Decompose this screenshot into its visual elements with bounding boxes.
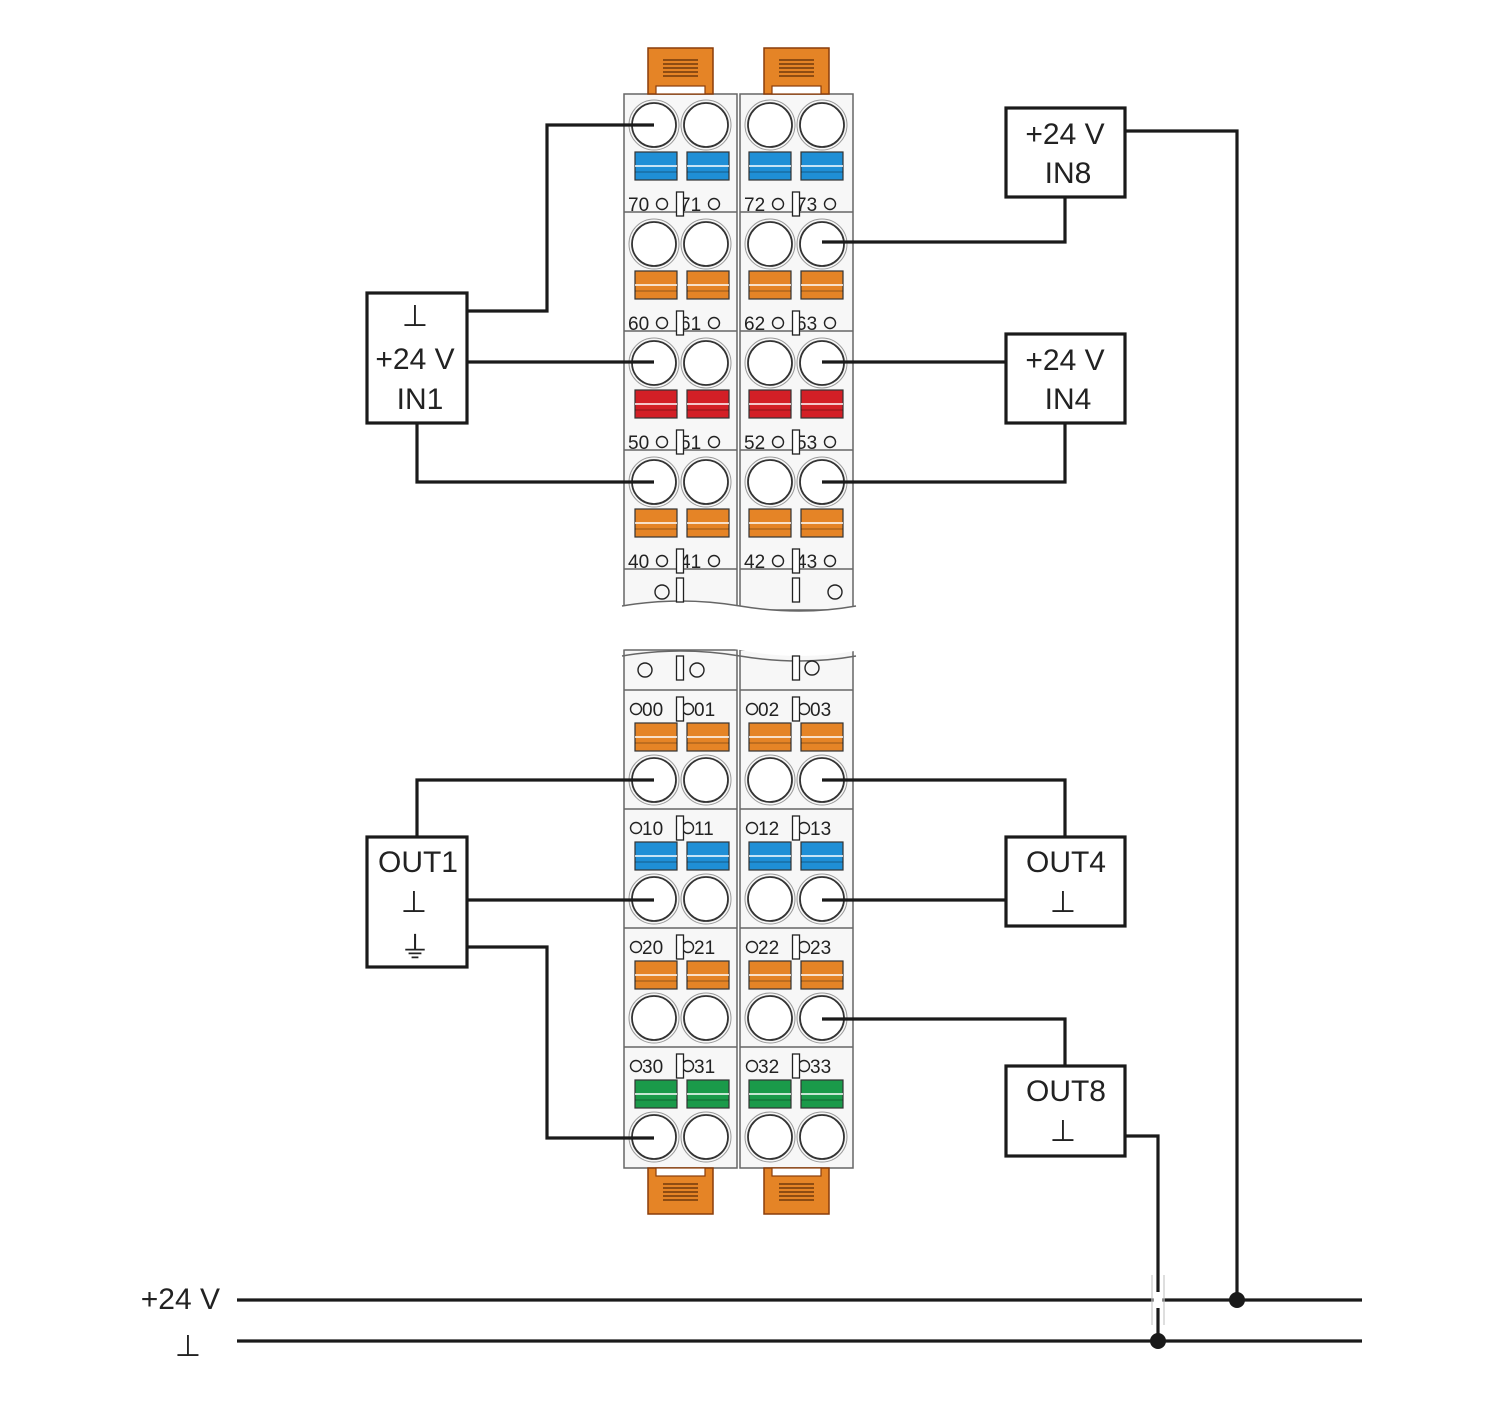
terminal-hole-12 bbox=[747, 876, 793, 922]
break-edge-bottom bbox=[621, 650, 857, 662]
in1-name-label: IN1 bbox=[397, 383, 444, 416]
rail-plus24-label: +24 V bbox=[141, 1283, 220, 1316]
terminal-number-42: 42 bbox=[744, 552, 765, 573]
junction-dot-plus24 bbox=[1229, 1292, 1245, 1308]
terminal-number-12: 12 bbox=[758, 819, 779, 840]
terminal-number-10: 10 bbox=[642, 819, 663, 840]
in8-voltage-label: +24 V bbox=[1025, 118, 1104, 151]
device-out1 bbox=[365, 835, 469, 969]
terminal-hole-21 bbox=[683, 995, 729, 1041]
terminal-number-21: 21 bbox=[694, 938, 715, 959]
terminal-number-61: 61 bbox=[680, 314, 701, 335]
terminal-hole-52 bbox=[747, 340, 793, 386]
in8-name-label: IN8 bbox=[1045, 157, 1092, 190]
terminal-number-73: 73 bbox=[796, 195, 817, 216]
terminal-number-53: 53 bbox=[796, 433, 817, 454]
terminal-number-60: 60 bbox=[628, 314, 649, 335]
in1-ground-label: ⊥ bbox=[402, 300, 428, 333]
wire-out8-ground bbox=[1125, 1134, 1160, 1341]
terminal-hole-41 bbox=[683, 459, 729, 505]
in4-name-label: IN4 bbox=[1045, 383, 1092, 416]
terminal-number-01: 01 bbox=[694, 700, 715, 721]
terminal-hole-22 bbox=[747, 995, 793, 1041]
terminal-hole-31 bbox=[683, 1114, 729, 1160]
terminal-hole-33 bbox=[799, 1114, 845, 1160]
terminal-number-13: 13 bbox=[810, 819, 831, 840]
terminal-block: 70 71 72 73 60 61 62 63 50 51 52 53 40 41 42 43 00 01 02 03… bbox=[620, 47, 860, 1215]
terminal-hole-32 bbox=[747, 1114, 793, 1160]
terminal-number-50: 50 bbox=[628, 433, 649, 454]
device-in4 bbox=[1004, 332, 1127, 425]
rail-ground-label: ⊥ bbox=[175, 1330, 201, 1363]
terminal-number-00: 00 bbox=[642, 700, 663, 721]
terminal-number-41: 41 bbox=[680, 552, 701, 573]
terminal-hole-02 bbox=[747, 757, 793, 803]
wire-in1-ground bbox=[467, 123, 654, 313]
terminal-hole-20 bbox=[631, 995, 677, 1041]
out4-ground-label: ⊥ bbox=[1050, 886, 1076, 919]
wire-in8-plus24 bbox=[1125, 129, 1239, 1300]
wire-out1-signal bbox=[415, 778, 654, 837]
in1-voltage-label: +24 V bbox=[375, 343, 454, 376]
terminal-hole-60 bbox=[631, 221, 677, 267]
terminal-number-02: 02 bbox=[758, 700, 779, 721]
terminal-number-20: 20 bbox=[642, 938, 663, 959]
terminal-number-40: 40 bbox=[628, 552, 649, 573]
terminal-number-62: 62 bbox=[744, 314, 765, 335]
terminal-number-03: 03 bbox=[810, 700, 831, 721]
wire-in4-signal bbox=[822, 423, 1067, 484]
terminal-hole-01 bbox=[683, 757, 729, 803]
terminal-number-30: 30 bbox=[642, 1057, 663, 1078]
terminal-hole-71 bbox=[683, 102, 729, 148]
terminal-hole-51 bbox=[683, 340, 729, 386]
terminal-hole-42 bbox=[747, 459, 793, 505]
terminal-number-32: 32 bbox=[758, 1057, 779, 1078]
terminal-hole-11 bbox=[683, 876, 729, 922]
out1-ground-label: ⊥ bbox=[401, 886, 427, 919]
terminal-number-23: 23 bbox=[810, 938, 831, 959]
terminal-hole-63 bbox=[799, 221, 845, 267]
device-out4 bbox=[1004, 835, 1127, 928]
terminal-number-63: 63 bbox=[796, 314, 817, 335]
terminal-hole-61 bbox=[683, 221, 729, 267]
terminal-number-71: 71 bbox=[680, 195, 701, 216]
wire-out4-signal bbox=[822, 778, 1067, 837]
terminal-number-51: 51 bbox=[680, 433, 701, 454]
wire-out8-signal bbox=[822, 1017, 1067, 1066]
terminal-number-11: 11 bbox=[694, 819, 714, 840]
terminal-number-52: 52 bbox=[744, 433, 765, 454]
terminal-number-43: 43 bbox=[796, 552, 817, 573]
wire-in1-signal bbox=[415, 423, 654, 484]
terminal-number-33: 33 bbox=[810, 1057, 831, 1078]
device-out8 bbox=[1004, 1064, 1127, 1158]
device-in1 bbox=[365, 291, 469, 425]
devices bbox=[365, 106, 1127, 1158]
wiring bbox=[237, 123, 1362, 1343]
terminal-number-70: 70 bbox=[628, 195, 649, 216]
terminal-hole-62 bbox=[747, 221, 793, 267]
junction-dot-ground bbox=[1150, 1333, 1166, 1349]
terminal-number-22: 22 bbox=[758, 938, 779, 959]
out4-name-label: OUT4 bbox=[1026, 846, 1106, 879]
terminal-hole-73 bbox=[799, 102, 845, 148]
out1-pe-label: ⏚ bbox=[400, 931, 430, 966]
in4-voltage-label: +24 V bbox=[1025, 344, 1104, 377]
out8-name-label: OUT8 bbox=[1026, 1075, 1106, 1108]
wire-in8-signal bbox=[822, 197, 1067, 244]
break-edge-top bbox=[621, 600, 857, 612]
wire-out1-pe bbox=[467, 945, 654, 1140]
out1-name-label: OUT1 bbox=[378, 846, 458, 879]
break-mask bbox=[620, 601, 860, 656]
device-in8 bbox=[1004, 106, 1127, 199]
terminal-number-72: 72 bbox=[744, 195, 765, 216]
terminal-number-31: 31 bbox=[694, 1057, 715, 1078]
terminal-hole-72 bbox=[747, 102, 793, 148]
out8-ground-label: ⊥ bbox=[1050, 1115, 1076, 1148]
